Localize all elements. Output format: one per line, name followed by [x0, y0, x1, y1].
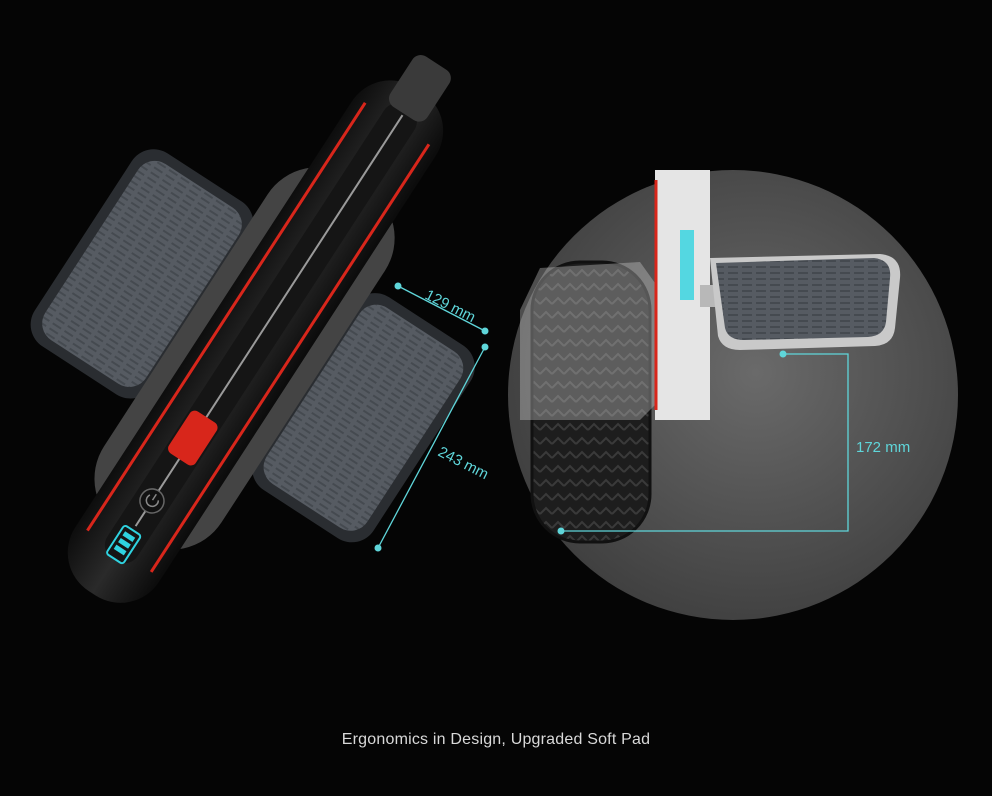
inset-pedal	[700, 254, 901, 350]
caption: Ergonomics in Design, Upgraded Soft Pad	[341, 731, 651, 748]
power-button-icon	[139, 488, 165, 514]
unicycle-top-view	[30, 55, 475, 603]
battery-indicator-icon	[106, 525, 142, 565]
height-label: 172 mm	[856, 439, 910, 456]
pedal-height-inset	[508, 170, 958, 620]
tire-cross-section	[530, 260, 652, 544]
length-label: 243 mm	[435, 443, 491, 483]
width-label: 129 mm	[422, 286, 478, 326]
left-pedal	[30, 149, 254, 399]
shell-side	[520, 262, 660, 420]
carry-handle	[388, 55, 451, 122]
red-switch	[168, 410, 218, 466]
right-pedal	[252, 293, 475, 543]
height-dimension: 172 mm	[557, 350, 910, 535]
